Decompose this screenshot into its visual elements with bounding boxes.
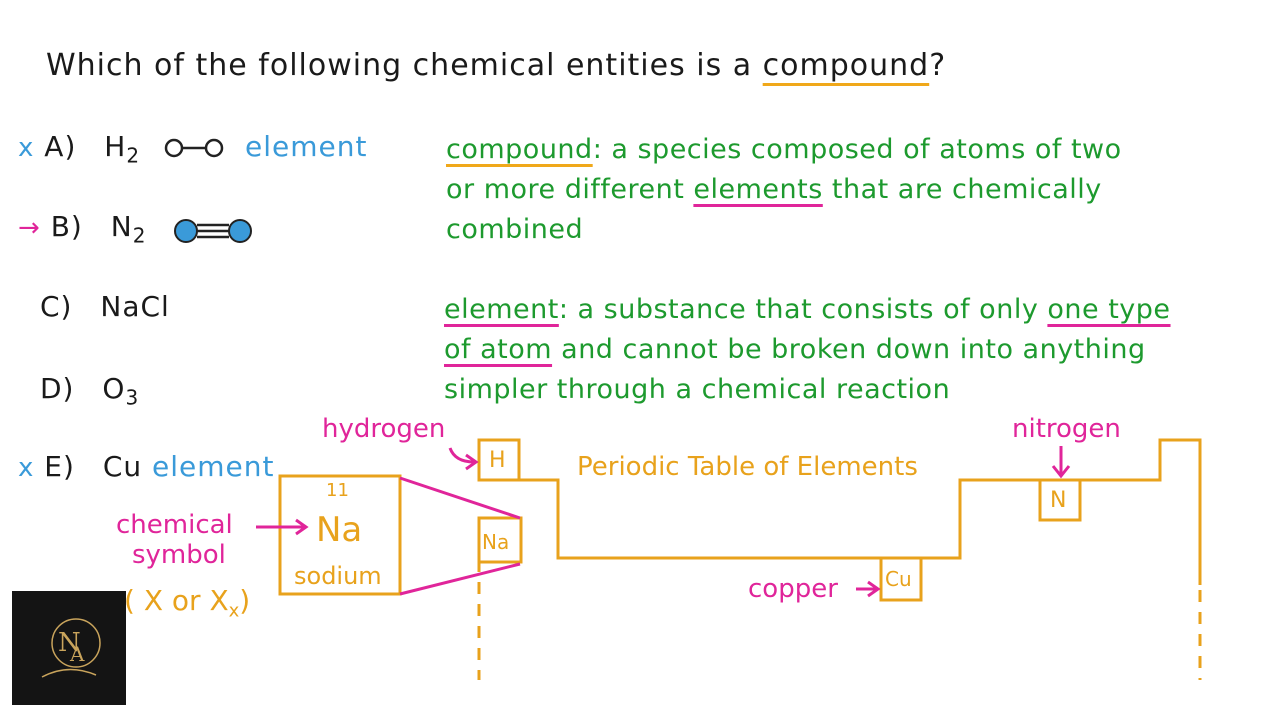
- element-term: element: [444, 294, 559, 325]
- svg-text:A: A: [69, 642, 85, 666]
- option-c-letter: C): [40, 290, 73, 323]
- na-cell: [477, 516, 523, 564]
- n-cell: [1038, 478, 1082, 522]
- copper-label: copper: [748, 574, 838, 604]
- n-cell-label: N: [1050, 488, 1067, 513]
- option-a-note: element: [245, 130, 368, 163]
- symbol-format-close: ): [239, 584, 251, 617]
- element-line-1-ul: one type: [1047, 294, 1171, 325]
- h-cell-label: H: [489, 448, 506, 473]
- zoom-line-top: [399, 476, 521, 520]
- option-e-note: element: [152, 450, 275, 483]
- option-a: x A) H2: [18, 130, 140, 168]
- na-cell-label: Na: [482, 530, 510, 554]
- symbol-format: ( X or Xx): [124, 584, 250, 622]
- symbol-label: symbol: [132, 540, 226, 570]
- option-c: C) NaCl: [40, 290, 170, 323]
- option-b-mark: →: [18, 213, 41, 243]
- option-e-mark: x: [18, 453, 35, 483]
- option-c-formula: NaCl: [100, 290, 170, 323]
- zoom-line-bottom: [399, 562, 521, 596]
- compound-line-2-ul: elements: [693, 174, 823, 205]
- option-a-mark: x: [18, 133, 35, 163]
- element-line-2-post: and cannot be broken down into anything: [552, 334, 1146, 365]
- element-line-3: simpler through a chemical reaction: [444, 374, 951, 405]
- tile-number: 11: [326, 480, 349, 501]
- option-d-formula: O: [102, 372, 126, 405]
- symbol-format-main: ( X or X: [124, 584, 229, 617]
- h2-molecule-icon: [164, 138, 224, 158]
- option-b-sub: 2: [132, 223, 147, 248]
- tile-name: sodium: [294, 562, 382, 590]
- option-d: D) O3: [40, 372, 139, 410]
- compound-line-2-pre: or more different: [446, 174, 694, 205]
- hydrogen-label: hydrogen: [322, 414, 446, 444]
- question-suffix: ?: [929, 48, 947, 83]
- n2-molecule-icon: [174, 219, 252, 243]
- option-e-letter: E): [44, 450, 75, 483]
- option-a-letter: A): [44, 130, 77, 163]
- option-a-formula: H: [104, 130, 127, 163]
- na-monogram-icon: N A: [41, 618, 101, 678]
- option-d-sub: 3: [125, 385, 140, 410]
- copper-arrow-icon: [856, 580, 881, 598]
- compound-line-2-post: that are chemically: [822, 174, 1102, 205]
- element-line-2-ul: of atom: [444, 334, 553, 365]
- question-text: Which of the following chemical entities…: [46, 48, 946, 83]
- sodium-tile: [278, 474, 402, 596]
- element-line-1-pre: : a substance that consists of only: [558, 294, 1048, 325]
- nitrogen-label: nitrogen: [1012, 414, 1121, 444]
- compound-line-3: combined: [446, 214, 584, 245]
- option-e-formula: Cu: [102, 450, 143, 483]
- question-keyword: compound: [762, 48, 930, 83]
- cu-cell-label: Cu: [885, 567, 912, 591]
- tile-symbol: Na: [316, 510, 363, 550]
- question-prefix: Which of the following chemical entities…: [46, 48, 763, 83]
- option-a-sub: 2: [126, 143, 141, 168]
- option-b-letter: B): [50, 210, 83, 243]
- svg-text:N: N: [58, 628, 81, 658]
- chemical-label: chemical: [116, 510, 233, 540]
- compound-line-1: : a species composed of atoms of two: [592, 134, 1122, 165]
- cu-cell: [879, 556, 923, 602]
- option-b: → B) N2: [18, 210, 146, 248]
- h-cell: [477, 438, 521, 482]
- chemical-symbol-arrow-icon: [256, 518, 309, 536]
- option-e: x E) Cu element: [18, 450, 275, 483]
- option-d-letter: D): [40, 372, 75, 405]
- hydrogen-arrow-icon: [448, 447, 479, 471]
- symbol-format-sub: x: [228, 600, 240, 622]
- option-b-formula: N: [110, 210, 133, 243]
- compound-definition: compound: a species composed of atoms of…: [446, 130, 1122, 250]
- compound-term: compound: [446, 134, 593, 165]
- channel-logo: N A: [12, 591, 126, 705]
- nitrogen-arrow-icon: [1051, 446, 1071, 479]
- table-title: Periodic Table of Elements: [577, 452, 918, 482]
- element-definition: element: a substance that consists of on…: [444, 290, 1171, 410]
